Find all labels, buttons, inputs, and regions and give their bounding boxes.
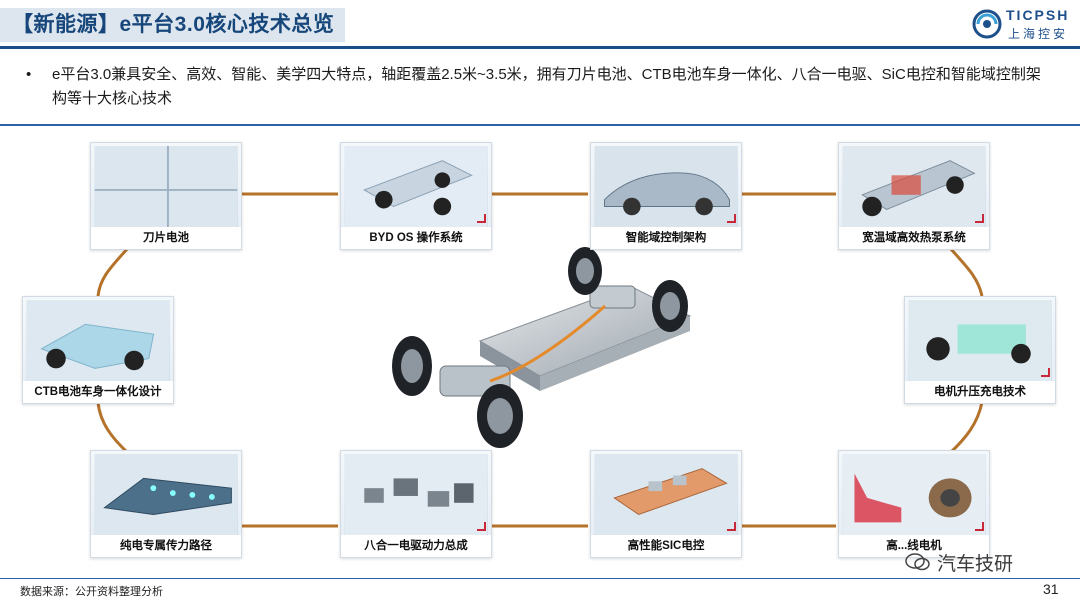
connector-lines — [96, 192, 984, 528]
wechat-account-name: 汽车技研 — [937, 554, 1014, 575]
title-background — [0, 8, 345, 42]
card-label: 智能域控制架构 — [591, 227, 741, 249]
page-title: 【新能源】e平台3.0核心技术总览 — [12, 13, 335, 36]
byd-os-icon — [344, 146, 488, 227]
card-eight-in-one: 八合一电驱动力总成 — [340, 450, 492, 558]
card-blade-battery: 刀片电池 — [90, 142, 242, 250]
corner-mark — [477, 214, 486, 223]
card-label: 八合一电驱动力总成 — [341, 535, 491, 557]
card-label: 宽温域高效热泵系统 — [839, 227, 989, 249]
card-label: BYD OS 操作系统 — [341, 227, 491, 249]
corner-mark — [727, 214, 736, 223]
eight-in-one-icon — [344, 454, 488, 535]
data-source: 数据来源：公开资料整理分析 — [20, 586, 163, 598]
company-logo: TICPSH 上海控安 — [968, 6, 1076, 42]
card-label: CTB电池车身一体化设计 — [23, 381, 173, 403]
card-flat-wire-motor: 高...线电机 — [838, 450, 990, 558]
title-bar: 【新能源】e平台3.0核心技术总览 TICPSH 上海控安 — [0, 0, 1080, 49]
card-byd-os: BYD OS 操作系统 — [340, 142, 492, 250]
corner-mark — [1041, 368, 1050, 377]
logo-name: TICPSH — [1006, 7, 1070, 23]
motor-boost-icon — [908, 300, 1052, 381]
heat-pump-icon — [842, 146, 986, 227]
corner-mark — [975, 522, 984, 531]
corner-mark — [477, 522, 486, 531]
chassis-illustration — [392, 247, 692, 448]
corner-mark — [975, 214, 984, 223]
sic-controller-icon — [594, 454, 738, 535]
card-force-path: 纯电专属传力路径 — [90, 450, 242, 558]
page-number: 31 — [1043, 581, 1059, 597]
card-label: 高性能SIC电控 — [591, 535, 741, 557]
ctb-body-icon — [26, 300, 170, 381]
card-motor-boost: 电机升压充电技术 — [904, 296, 1056, 404]
car-silhouette-icon — [594, 146, 738, 227]
corner-mark — [727, 522, 736, 531]
footer-rule — [0, 578, 1080, 579]
card-heat-pump: 宽温域高效热泵系统 — [838, 142, 990, 250]
tech-overview-diagram: 刀片电池 BYD OS 操作系统 智能域控制架构 宽温域高 — [0, 128, 1080, 576]
card-label: 电机升压充电技术 — [905, 381, 1055, 403]
force-path-icon — [94, 454, 238, 535]
summary-text: e平台3.0兼具安全、高效、智能、美学四大特点，轴距覆盖2.5米~3.5米，拥有… — [52, 66, 1041, 107]
card-label: 刀片电池 — [91, 227, 241, 249]
section-divider — [0, 124, 1080, 126]
blade-battery-icon — [94, 146, 238, 227]
logo-swirl-icon — [972, 9, 1002, 39]
card-domain-control: 智能域控制架构 — [590, 142, 742, 250]
card-ctb: CTB电池车身一体化设计 — [22, 296, 174, 404]
card-label: 纯电专属传力路径 — [91, 535, 241, 557]
card-label: 高...线电机 — [839, 535, 989, 557]
card-sic-controller: 高性能SIC电控 — [590, 450, 742, 558]
title-underline — [0, 46, 1080, 49]
flat-wire-motor-icon — [842, 454, 986, 535]
wechat-icon — [905, 553, 930, 571]
logo-subtitle: 上海控安 — [1008, 27, 1069, 41]
bullet-marker: • — [26, 66, 32, 83]
